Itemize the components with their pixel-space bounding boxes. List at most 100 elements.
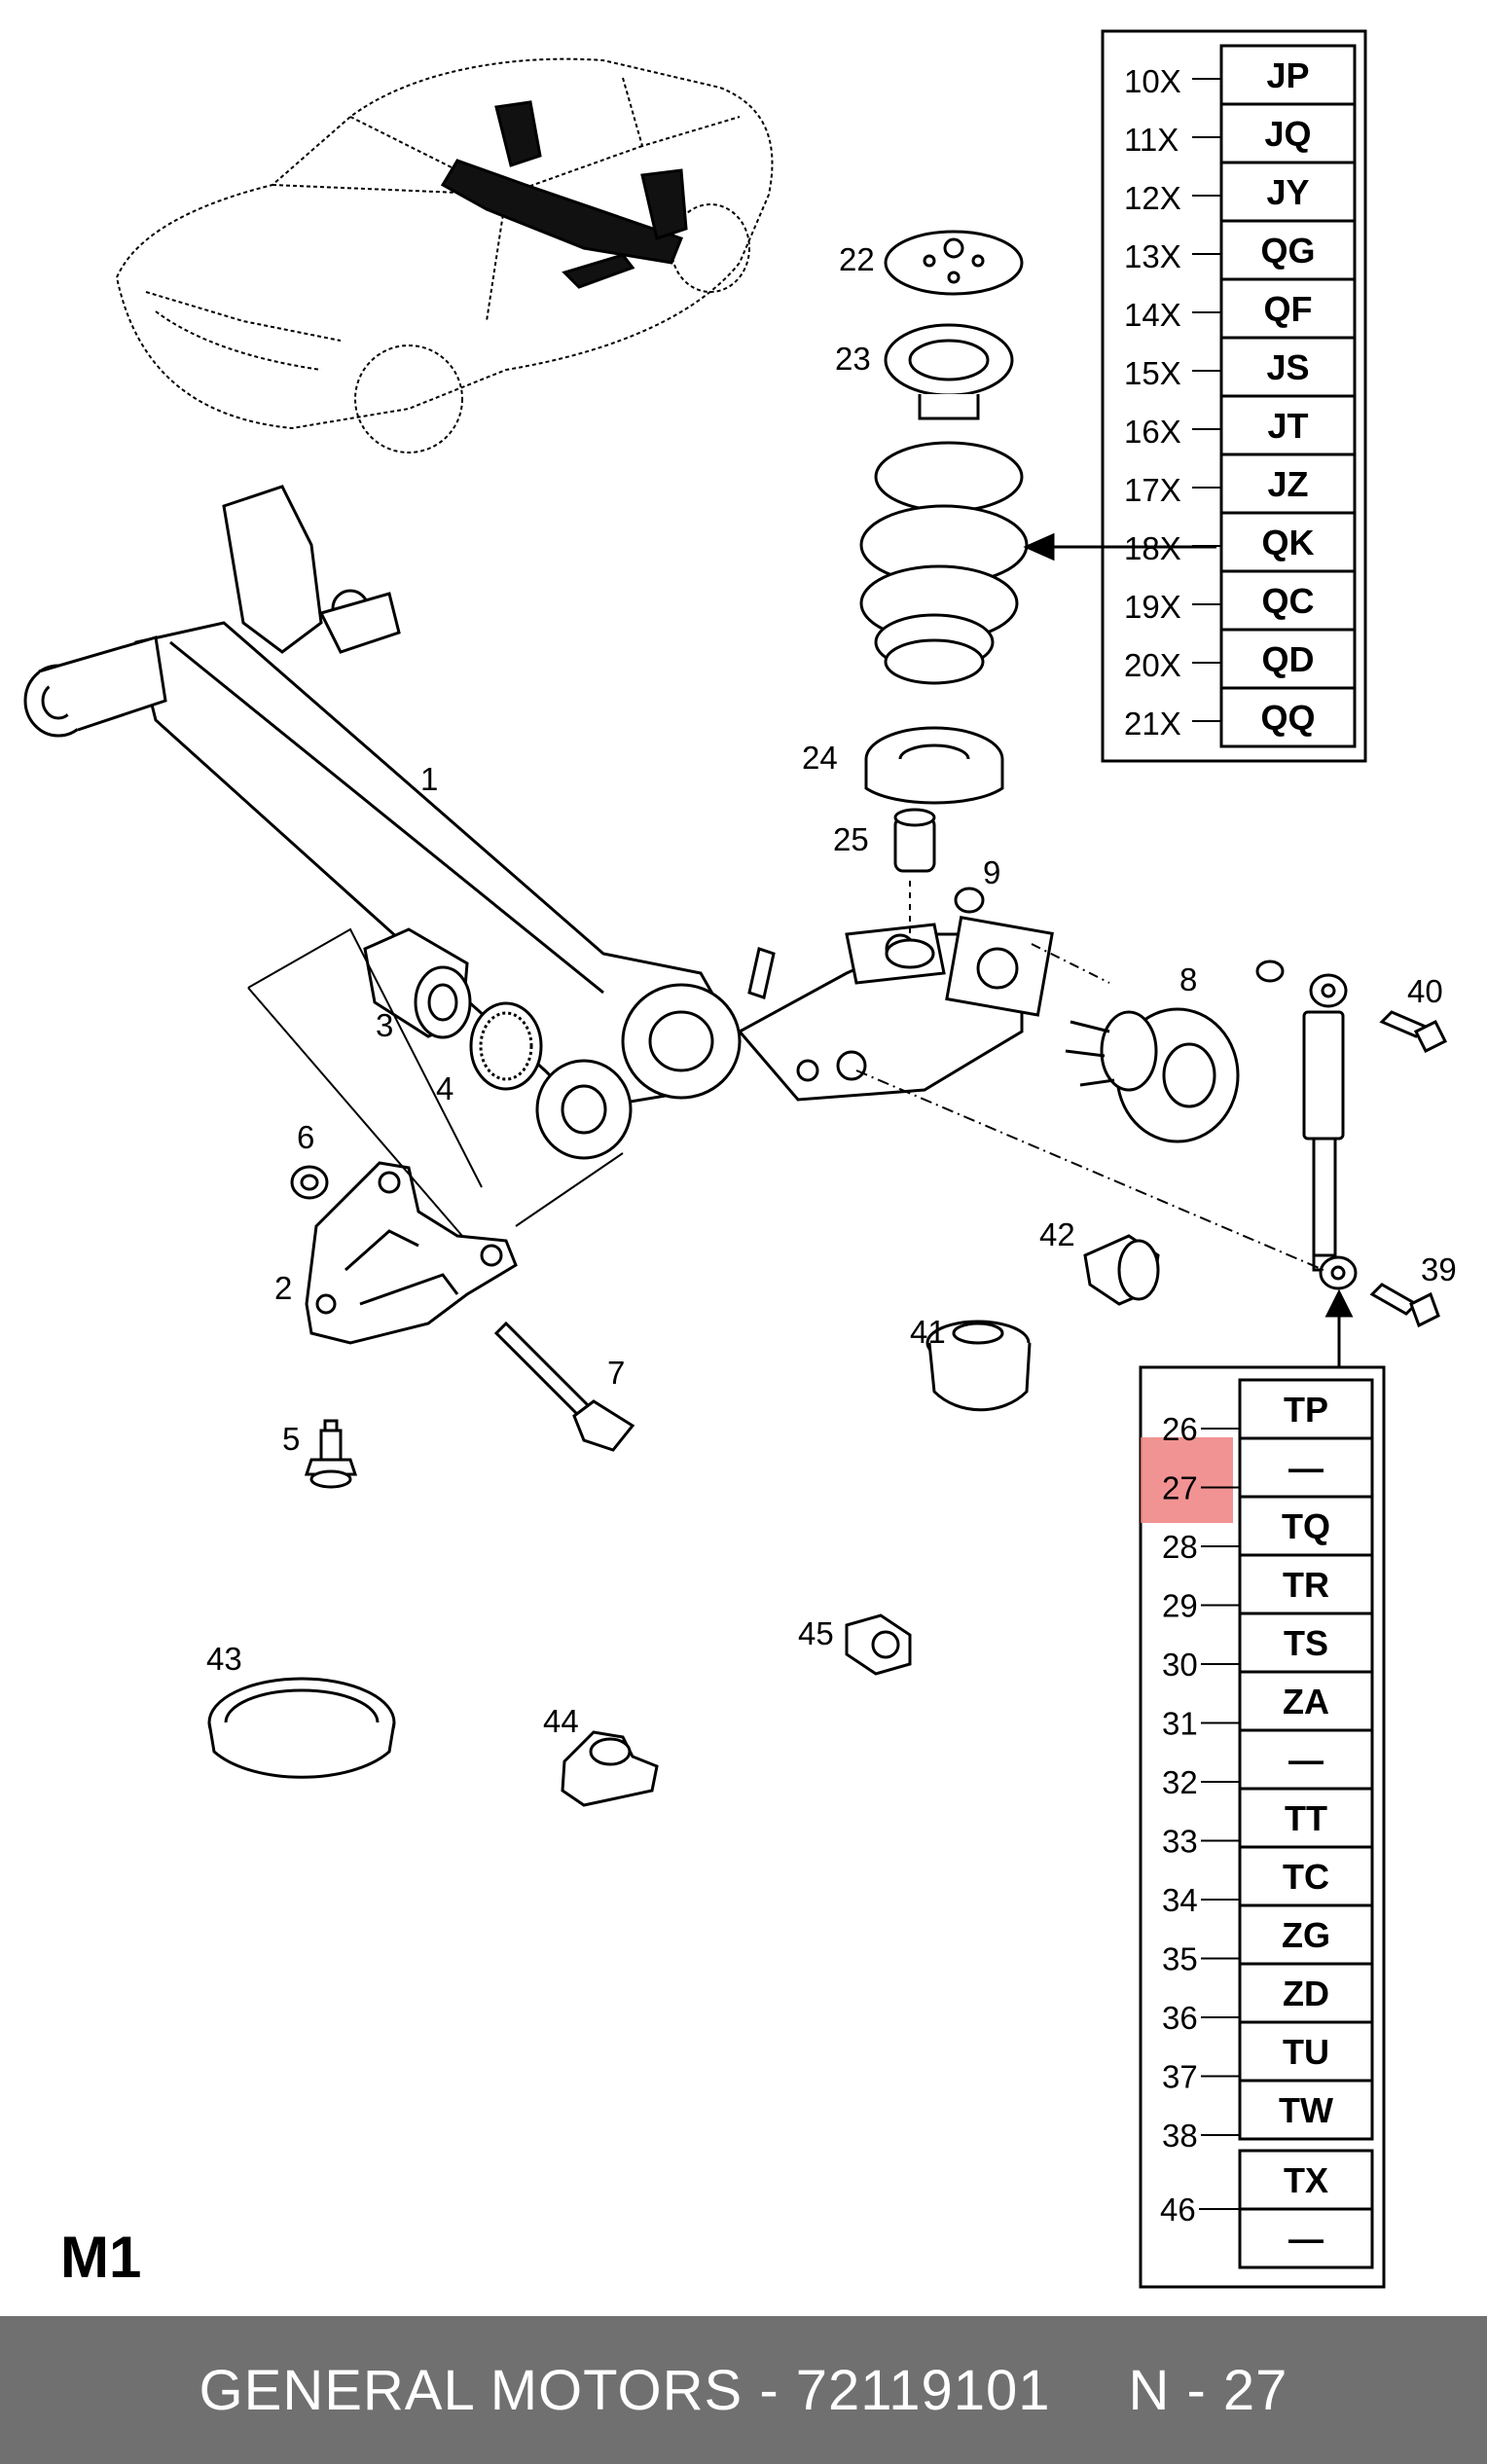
shock-table-frame xyxy=(1139,1365,1386,2289)
shock-row-label: 30 xyxy=(1162,1647,1198,1683)
callout-7: 7 xyxy=(607,1355,625,1391)
spring-code-text: QQ xyxy=(1260,698,1315,738)
shock-code-cell xyxy=(1238,1378,1374,1440)
callout-45: 45 xyxy=(798,1615,834,1651)
footer-brand-part: GENERAL MOTORS - 72119101 xyxy=(199,2358,1051,2422)
spring-table-arrow xyxy=(1023,532,1216,562)
shock-row-label: 26 xyxy=(1162,1411,1198,1447)
shock-extra-cell xyxy=(1238,2149,1374,2211)
hub-part xyxy=(1065,1007,1240,1143)
callout-42: 42 xyxy=(1039,1216,1075,1252)
spring-code-cell xyxy=(1219,277,1357,340)
callout-6: 6 xyxy=(297,1119,314,1155)
spring-code-text: QD xyxy=(1262,639,1315,679)
callout-3: 3 xyxy=(376,1007,393,1043)
spring-stack xyxy=(859,230,1029,969)
spring-code-cell xyxy=(1219,628,1357,690)
car-axle-highlight xyxy=(440,100,688,289)
bushing-parts xyxy=(305,927,543,1345)
shock-code-text: ZA xyxy=(1283,1682,1329,1721)
spring-code-text: JZ xyxy=(1267,464,1308,504)
callout-5: 5 xyxy=(282,1421,300,1457)
shock-row-label: 29 xyxy=(1162,1588,1198,1624)
spring-row-label: 16X xyxy=(1124,414,1181,450)
shock-extra-code: — xyxy=(1288,2219,1324,2259)
spring-code-table: JP10XJQ11XJY12XQG13XQF14XJS15XJT16XJZ17X… xyxy=(1101,29,1367,763)
shock-code-text: — xyxy=(1288,1448,1324,1488)
shock-code-cell xyxy=(1238,1670,1374,1732)
shock-code-text: TT xyxy=(1285,1798,1327,1838)
spring-code-text: JS xyxy=(1266,347,1309,387)
spring-code-text: JY xyxy=(1266,172,1309,212)
callout-40: 40 xyxy=(1407,973,1443,1009)
spring-code-text: JQ xyxy=(1264,114,1311,154)
spring-row-label: 20X xyxy=(1124,647,1181,683)
bolt-parts xyxy=(290,887,1448,1676)
callout-labels: 1 2 3 4 5 6 7 8 9 22 23 24 25 39 40 41 4… xyxy=(206,241,1457,1739)
shock-row-label: 35 xyxy=(1162,1941,1198,1977)
shock-row-label: 33 xyxy=(1162,1824,1198,1860)
spring-row-label: 10X xyxy=(1124,63,1181,99)
shock-row-label: 27 xyxy=(1162,1470,1198,1506)
callout-23: 23 xyxy=(835,341,871,377)
shock-absorber xyxy=(1302,973,1358,1290)
shock-row-label: 34 xyxy=(1162,1882,1198,1918)
shock-row-label: 32 xyxy=(1162,1764,1198,1800)
shock-code-text: TQ xyxy=(1282,1506,1330,1546)
callout-9: 9 xyxy=(983,854,1000,890)
callout-2: 2 xyxy=(274,1270,292,1306)
shock-code-table: TP26—27TQ28TR29TS30ZA31—32TT33TC34ZG35ZD… xyxy=(1139,1365,1386,2289)
shock-code-cell xyxy=(1238,2079,1374,2141)
shock-code-cell xyxy=(1238,1903,1374,1966)
callout-39: 39 xyxy=(1421,1251,1457,1287)
shock-table-arrow xyxy=(1324,1288,1354,1367)
shock-code-cell xyxy=(1238,1787,1374,1849)
spring-code-text: QK xyxy=(1262,523,1315,562)
spring-code-text: JP xyxy=(1266,55,1309,95)
shock-pointer-line xyxy=(855,1069,1324,1271)
callout-44: 44 xyxy=(543,1703,579,1739)
shock-row-label: 36 xyxy=(1162,2000,1198,2036)
shock-code-cell xyxy=(1238,1728,1374,1791)
spring-code-cell xyxy=(1219,569,1357,632)
spring-code-cell xyxy=(1219,161,1357,223)
footer-bar: GENERAL MOTORS - 72119101 N - 27 xyxy=(0,2316,1487,2464)
spring-code-cell xyxy=(1219,102,1357,164)
shock-row-label: 37 xyxy=(1162,2059,1198,2095)
shock-code-text: TC xyxy=(1283,1857,1329,1897)
spring-row-label: 12X xyxy=(1124,180,1181,216)
spring-code-text: QC xyxy=(1262,581,1315,621)
spring-code-cell xyxy=(1219,394,1357,456)
misc-parts xyxy=(207,1234,1160,1807)
shock-code-text: TU xyxy=(1283,2032,1329,2072)
spring-row-label: 11X xyxy=(1124,122,1179,158)
spring-code-cell xyxy=(1219,336,1357,398)
shock-row-label: 38 xyxy=(1162,2118,1198,2154)
spring-row-label: 14X xyxy=(1124,297,1181,333)
shock-extra-cell xyxy=(1238,2207,1374,2269)
spring-code-cell xyxy=(1219,686,1357,748)
shock-code-text: ZD xyxy=(1283,1974,1329,2013)
shock-code-text: ZG xyxy=(1282,1915,1330,1955)
shock-code-text: TS xyxy=(1284,1623,1328,1663)
spring-code-text: QG xyxy=(1260,231,1315,271)
shock-code-cell xyxy=(1238,1962,1374,2024)
parts-diagram: 1 2 3 4 5 6 7 8 9 22 23 24 25 39 40 41 4… xyxy=(23,29,1457,2290)
highlight-row-27 xyxy=(1141,1437,1233,1523)
page-label: M1 xyxy=(60,2225,141,2290)
callout-22: 22 xyxy=(839,241,875,277)
shock-row-label: 28 xyxy=(1162,1529,1198,1565)
spring-row-label: 17X xyxy=(1124,472,1181,508)
callout-43: 43 xyxy=(206,1641,242,1677)
shock-row-label: 31 xyxy=(1162,1706,1198,1742)
spring-row-label: 15X xyxy=(1124,355,1181,391)
spring-row-label: 13X xyxy=(1124,238,1181,274)
callout-4: 4 xyxy=(436,1070,453,1106)
spring-row-label: 19X xyxy=(1124,589,1181,625)
spring-table-frame xyxy=(1101,29,1367,763)
shock-code-text: TR xyxy=(1283,1565,1329,1605)
footer-page-ref: N - 27 xyxy=(1128,2358,1288,2422)
callout-24: 24 xyxy=(802,740,838,776)
rear-axle-beam xyxy=(23,485,1054,1160)
shock-extra-label: 46 xyxy=(1160,2192,1196,2228)
